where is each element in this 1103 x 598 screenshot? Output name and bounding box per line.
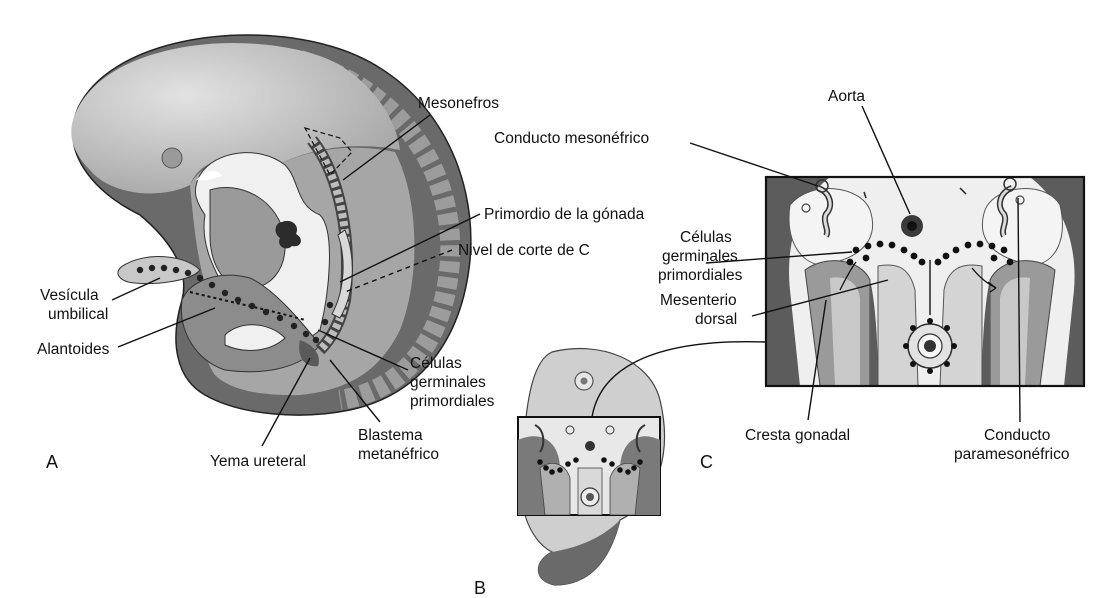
label-cresta-gonadal: Cresta gonadal <box>745 427 850 444</box>
label-vesicula-line1: Vesícula <box>40 287 99 304</box>
label-mesenterio-line2: dorsal <box>695 311 737 328</box>
panel-letter-c: C <box>700 452 713 472</box>
label-conducto-mesonefrico: Conducto mesonéfrico <box>494 130 649 147</box>
label-alantoides: Alantoides <box>37 341 110 358</box>
label-celulas-c-line2: germinales <box>662 248 738 265</box>
label-blastema-line2: metanéfrico <box>358 446 439 463</box>
label-celulas-c-line3: primordiales <box>658 267 743 284</box>
embryo-cross-section-b <box>518 342 766 585</box>
label-vesicula-line2: umbilical <box>48 306 108 323</box>
label-yema-ureteral: Yema ureteral <box>210 453 306 470</box>
label-paramesonefrico-line2: paramesonéfrico <box>954 446 1069 463</box>
embryo-eye-icon <box>162 148 182 168</box>
label-aorta: Aorta <box>828 88 865 105</box>
label-celulas-a-line3: primordiales <box>410 393 495 410</box>
label-celulas-a-line1: Células <box>410 355 462 372</box>
label-mesonefros: Mesonefros <box>418 95 499 112</box>
label-celulas-a-line2: germinales <box>410 374 486 391</box>
cross-section-detail-c <box>766 177 1084 386</box>
panel-letter-a: A <box>46 452 58 472</box>
label-mesenterio-line1: Mesenterio <box>660 292 737 309</box>
label-primordio-gonada: Primordio de la gónada <box>484 206 645 223</box>
label-paramesonefrico-line1: Conducto <box>984 427 1050 444</box>
label-nivel-corte: Nivel de corte de C <box>458 242 590 259</box>
label-blastema-line1: Blastema <box>358 427 423 444</box>
panel-letter-b: B <box>474 578 486 598</box>
label-celulas-c-line1: Células <box>680 229 732 246</box>
